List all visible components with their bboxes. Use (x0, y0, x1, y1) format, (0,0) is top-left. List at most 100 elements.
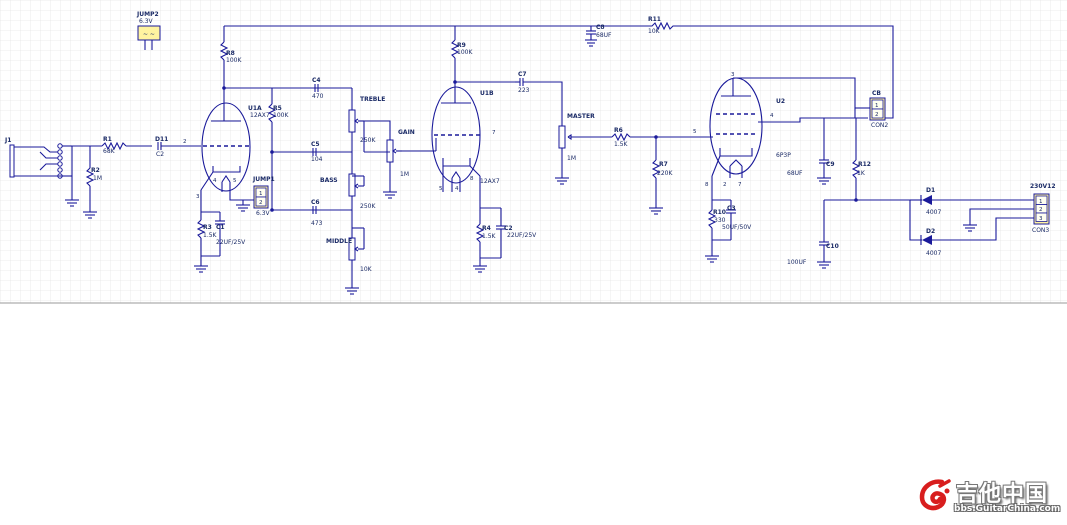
treble-pot: TREBLE 250K (348, 88, 390, 153)
grid-background (0, 0, 1067, 303)
c4-treble-cap: C4 470 (312, 77, 324, 100)
r4-cathode-resistor: R4 1.5K (475, 176, 497, 266)
svg-text:J1: J1 (4, 137, 11, 144)
u1a-tube: U1A 12AX7 4 5 3 (196, 102, 270, 200)
u2-power-tube: 3 U2 6P3P 4 8 2 7 (705, 72, 791, 188)
svg-text:U2: U2 (776, 98, 785, 105)
logo-url: bbs.GuitarChina.com (954, 504, 1061, 514)
r3-cathode-resistor: R3 1.5K (196, 190, 218, 262)
r11-hv-rail (650, 21, 894, 119)
r12-dropping-resistor: R12 1K (851, 118, 871, 200)
svg-text:C9: C9 (826, 161, 835, 168)
c3-cathode-cap: C3 50UF/50V (712, 199, 752, 241)
r7-grid-leak: R7 220K (649, 137, 673, 215)
svg-text:50UF/50V: 50UF/50V (722, 224, 752, 231)
middle-pot: MIDDLE 10K (326, 210, 373, 295)
c1-cathode-cap: C1 22UF/25V (201, 211, 246, 257)
logo-title: 吉他中国 (956, 482, 1049, 507)
d2-rectifier: D2 4007 (909, 200, 1034, 257)
c8-filter-cap: C8 68UF (585, 24, 612, 47)
svg-text:R5: R5 (273, 105, 282, 112)
svg-text:250K: 250K (360, 137, 376, 144)
jump1-heater: JUMP1 1 2 6.3V (229, 176, 275, 217)
u1b-tube: U1B 12AX7 7 5 4 8 (431, 82, 500, 192)
svg-text:CON3: CON3 (1032, 227, 1049, 234)
svg-text:R12: R12 (858, 161, 871, 168)
svg-text:10K: 10K (360, 266, 373, 273)
svg-text:MASTER: MASTER (567, 113, 595, 120)
svg-text:TREBLE: TREBLE (360, 96, 385, 103)
c2-cathode-cap: C2 22UF/25V (480, 207, 537, 259)
svg-text:220K: 220K (657, 170, 673, 177)
gnd-r2 (83, 211, 97, 219)
svg-text:4: 4 (213, 178, 217, 184)
d11-capacitor: D11 C2 2 (155, 136, 201, 158)
gnd-u2 (705, 255, 719, 263)
svg-text:1: 1 (1039, 199, 1043, 205)
svg-text:1.5K: 1.5K (203, 232, 218, 239)
gain-pot: GAIN 1M (364, 120, 436, 199)
svg-text:100K: 100K (273, 112, 289, 119)
svg-text:2: 2 (723, 182, 727, 188)
schematic-area: JUMP2 6.3V ~ ~ J1 R2 1M (0, 0, 1067, 304)
svg-text:8: 8 (470, 176, 474, 182)
c5-bass-cap: C5 104 (311, 141, 323, 163)
svg-text:5: 5 (439, 186, 443, 192)
svg-text:D1: D1 (926, 187, 935, 194)
svg-text:1.5K: 1.5K (614, 141, 629, 148)
r11-value: 10K (648, 28, 661, 35)
svg-text:68UF: 68UF (787, 170, 803, 177)
svg-text:3: 3 (196, 194, 200, 200)
svg-text:1M: 1M (93, 175, 102, 182)
svg-text:C4: C4 (312, 77, 321, 84)
svg-text:CB: CB (872, 90, 881, 97)
svg-text:330: 330 (714, 217, 726, 224)
svg-text:6.3V: 6.3V (256, 210, 271, 217)
svg-text:12AX7: 12AX7 (480, 178, 500, 185)
u2-screen-wire (733, 77, 856, 110)
d1-rectifier: D1 4007 (910, 187, 1034, 216)
svg-text:R1: R1 (103, 136, 112, 143)
svg-text:100K: 100K (226, 57, 242, 64)
gnd-u1a (194, 262, 208, 273)
j1-input-jack: J1 (4, 137, 73, 200)
c7-coupling-cap: C7 223 (515, 71, 563, 126)
svg-text:C5: C5 (311, 141, 320, 148)
jump2-heater: JUMP2 6.3V ~ ~ (136, 11, 161, 50)
svg-text:C3: C3 (727, 205, 736, 212)
svg-text:C10: C10 (826, 243, 839, 250)
r2-input-resistor: R2 1M (85, 146, 102, 212)
svg-text:1: 1 (259, 191, 263, 197)
svg-text:C7: C7 (518, 71, 527, 78)
c10-reservoir-cap: C10 100UF (787, 200, 839, 269)
svg-text:4007: 4007 (926, 250, 941, 257)
svg-text:223: 223 (518, 87, 530, 94)
svg-text:GAIN: GAIN (398, 129, 415, 136)
svg-text:100UF: 100UF (787, 259, 807, 266)
svg-text:1K: 1K (857, 170, 866, 177)
svg-text:C2: C2 (504, 225, 513, 232)
svg-text:7: 7 (738, 182, 742, 188)
svg-text:C8: C8 (596, 24, 605, 31)
svg-text:U1A: U1A (248, 105, 262, 112)
r1-grid-stopper: R1 68K (101, 136, 152, 155)
svg-text:470: 470 (312, 93, 324, 100)
svg-text:22UF/25V: 22UF/25V (507, 232, 537, 239)
svg-text:4: 4 (770, 113, 774, 119)
svg-text:104: 104 (311, 156, 323, 163)
svg-text:7: 7 (492, 130, 496, 136)
svg-text:5: 5 (693, 129, 697, 135)
watermark-logo: 吉他中国 bbs.GuitarChina.com (918, 476, 1063, 520)
r6-grid-stopper: R6 1.5K 5 (611, 127, 713, 148)
svg-text:4: 4 (455, 186, 459, 192)
svg-text:12AX7: 12AX7 (250, 112, 270, 119)
svg-text:22UF/25V: 22UF/25V (216, 239, 246, 246)
svg-text:C1: C1 (216, 224, 225, 231)
r5-resistor: R5 100K (267, 88, 289, 210)
r10-cathode-resistor: R10 330 (707, 176, 726, 256)
svg-text:~ ~: ~ ~ (143, 31, 155, 38)
svg-text:C6: C6 (311, 199, 320, 206)
gnd-u1b (473, 265, 487, 273)
svg-text:68UF: 68UF (596, 32, 612, 39)
r9-plate-resistor: R9 100K (450, 26, 473, 82)
